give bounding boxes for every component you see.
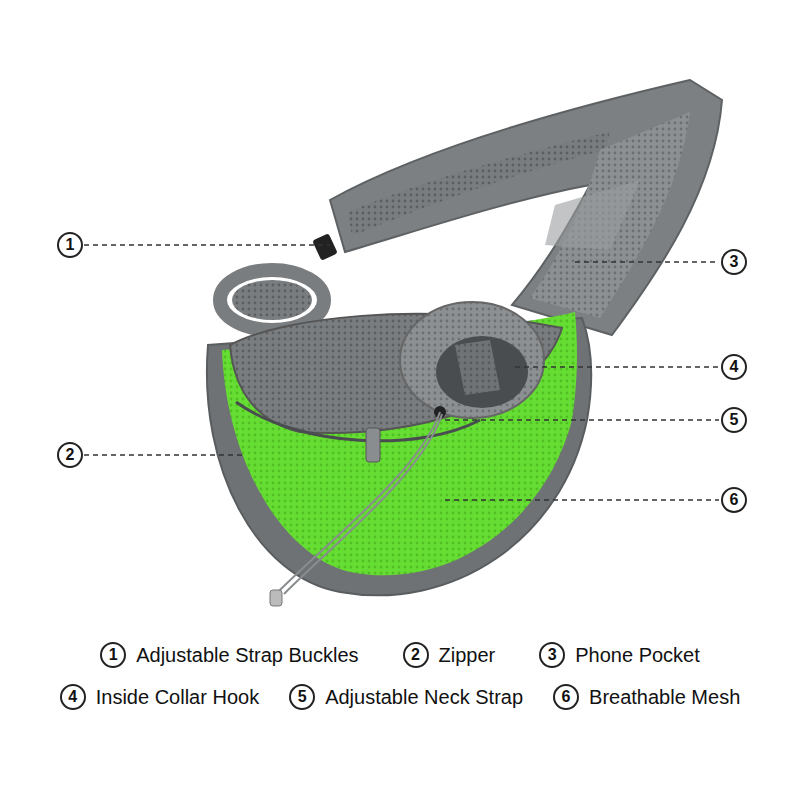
part-name: Phone Pocket bbox=[575, 644, 700, 667]
legend-item: 5 Adjustable Neck Strap bbox=[289, 684, 523, 710]
part-name: Adjustable Neck Strap bbox=[325, 686, 523, 709]
callout-number: 4 bbox=[60, 684, 86, 710]
legend-item: 2 Zipper bbox=[403, 642, 496, 668]
legend-item: 1 Adjustable Strap Buckles bbox=[100, 642, 358, 668]
part-name: Inside Collar Hook bbox=[96, 686, 259, 709]
callout-number: 1 bbox=[57, 232, 83, 258]
legend-row: 1 Adjustable Strap Buckles 2 Zipper 3 Phone P… bbox=[0, 642, 800, 668]
legend-item: 3 Phone Pocket bbox=[539, 642, 700, 668]
part-name: Adjustable Strap Buckles bbox=[136, 644, 358, 667]
callout-number: 2 bbox=[403, 642, 429, 668]
callout-number: 1 bbox=[100, 642, 126, 668]
legend-item: 4 Inside Collar Hook bbox=[60, 684, 259, 710]
callout-number: 5 bbox=[289, 684, 315, 710]
part-name: Breathable Mesh bbox=[589, 686, 740, 709]
callout-number: 6 bbox=[721, 487, 747, 513]
part-name: Zipper bbox=[439, 644, 496, 667]
callout-number: 3 bbox=[539, 642, 565, 668]
callout-number: 6 bbox=[553, 684, 579, 710]
leader-lines bbox=[84, 245, 719, 500]
callout-number: 3 bbox=[721, 249, 747, 275]
callout-number: 4 bbox=[721, 354, 747, 380]
legend-row: 4 Inside Collar Hook 5 Adjustable Neck Stra… bbox=[0, 684, 800, 710]
callout-number: 2 bbox=[57, 442, 83, 468]
callout-number: 5 bbox=[721, 407, 747, 433]
legend-item: 6 Breathable Mesh bbox=[553, 684, 740, 710]
